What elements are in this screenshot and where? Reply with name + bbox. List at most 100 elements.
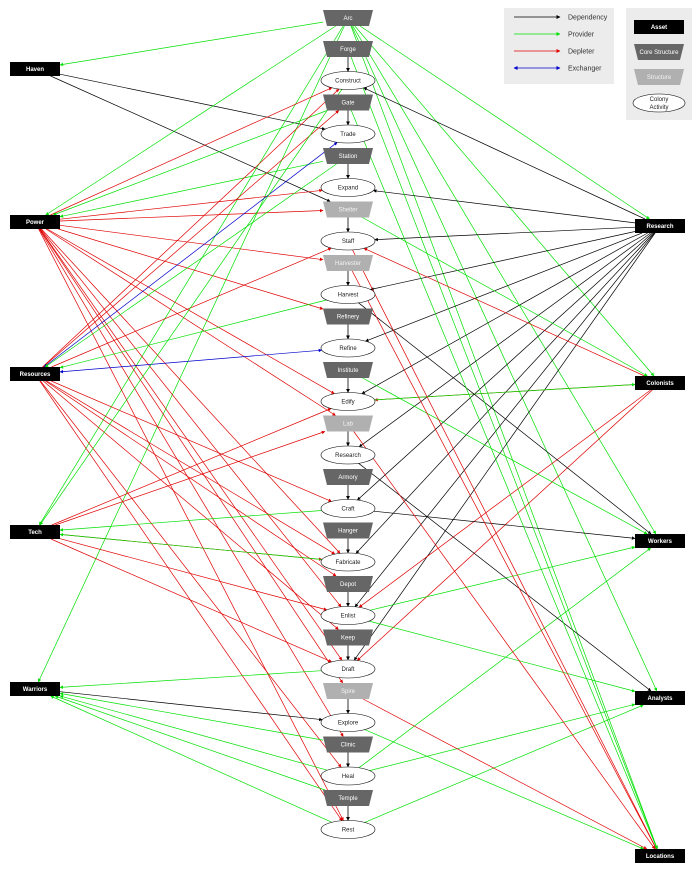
edge-clinic-to-warriors xyxy=(59,692,324,741)
edge-arc-to-workers xyxy=(352,25,657,535)
structure-node-armory[interactable]: Armory xyxy=(323,469,373,485)
activity-node-research_act[interactable]: Research xyxy=(320,445,376,465)
asset-node-haven[interactable]: Haven xyxy=(10,62,60,76)
activity-label: Refine xyxy=(339,346,357,352)
edge-tech-to-draft xyxy=(50,538,332,663)
asset-node-warriors[interactable]: Warriors xyxy=(10,682,60,696)
structure-shape xyxy=(323,576,373,592)
edge-haven-to-trade xyxy=(59,73,326,131)
asset-label: Analysts xyxy=(647,696,673,702)
edge-tech-to-lab xyxy=(55,430,326,526)
activity-node-rest[interactable]: Rest xyxy=(320,820,376,839)
asset-label: Research xyxy=(646,224,673,230)
structure-node-lab[interactable]: Lab xyxy=(323,415,373,432)
activity-node-refine[interactable]: Refine xyxy=(320,338,376,358)
activity-ellipse xyxy=(320,766,376,786)
asset-node-tech[interactable]: Tech xyxy=(10,525,60,539)
structure-node-hanger[interactable]: Hanger xyxy=(323,522,373,539)
asset-node-colonists[interactable]: Colonists xyxy=(635,376,685,390)
activity-node-construct[interactable]: Construct xyxy=(320,71,376,90)
activity-ellipse xyxy=(320,124,376,144)
asset-box xyxy=(635,534,685,548)
structure-shape xyxy=(323,629,373,646)
edge-enlist-to-analysts xyxy=(369,620,636,693)
activity-ellipse xyxy=(320,606,376,625)
structure-node-depot[interactable]: Depot xyxy=(323,576,373,592)
structure-shape xyxy=(323,522,373,539)
edge-colonists-to-draft xyxy=(356,389,653,661)
structure-node-spire[interactable]: Spire xyxy=(323,683,373,699)
asset-node-resources[interactable]: Resources xyxy=(10,367,60,381)
edge-warriors-to-explore xyxy=(59,691,323,722)
edge-resources-to-staff xyxy=(51,247,332,368)
edge-resources-to-depot xyxy=(45,380,337,577)
structure-node-shelter[interactable]: Shelter xyxy=(323,201,373,218)
activity-node-edify[interactable]: Edify xyxy=(320,392,376,411)
asset-node-analysts[interactable]: Analysts xyxy=(635,691,685,705)
edge-research_a-to-harvest xyxy=(370,231,636,291)
structure-node-institute[interactable]: Institute xyxy=(323,362,373,378)
structure-node-arc[interactable]: Arc xyxy=(323,10,373,26)
activity-ellipse xyxy=(320,338,376,358)
structure-node-refinery[interactable]: Refinery xyxy=(323,308,373,325)
activity-node-expand[interactable]: Expand xyxy=(320,178,376,197)
activity-node-harvest[interactable]: Harvest xyxy=(320,285,376,304)
edge-power-to-refinery xyxy=(58,228,324,310)
activity-node-explore[interactable]: Explore xyxy=(320,713,376,732)
activity-label: Craft xyxy=(341,507,354,513)
structure-shape xyxy=(323,94,373,111)
structure-label: Spire xyxy=(341,689,356,695)
edge-arc-to-analysts xyxy=(351,25,658,692)
asset-box xyxy=(10,215,60,229)
activity-ellipse xyxy=(320,231,376,251)
asset-node-locations[interactable]: Locations xyxy=(635,849,685,863)
structure-node-harvester[interactable]: Harvester xyxy=(323,255,373,271)
activity-label: Explore xyxy=(338,721,359,727)
asset-node-power[interactable]: Power xyxy=(10,215,60,229)
asset-node-research_a[interactable]: Research xyxy=(635,219,685,233)
structure-node-clinic[interactable]: Clinic xyxy=(323,736,373,753)
asset-node-workers[interactable]: Workers xyxy=(635,534,685,548)
activity-node-fabricate[interactable]: Fabricate xyxy=(320,552,376,572)
edge-power-to-enlist xyxy=(40,228,342,608)
edge-resources-to-construct xyxy=(42,88,340,368)
legend-asset-label: Asset xyxy=(651,25,667,31)
edge-power-to-rest xyxy=(38,228,344,821)
activity-node-draft[interactable]: Draft xyxy=(320,659,376,679)
activity-ellipse xyxy=(320,285,376,304)
edge-haven-to-shelter xyxy=(50,75,331,202)
legend-activity-shape xyxy=(632,93,686,113)
activity-ellipse xyxy=(320,178,376,197)
edge-arc-to-locations xyxy=(350,25,658,850)
activity-node-staff[interactable]: Staff xyxy=(320,231,376,251)
edge-craft-to-tech xyxy=(59,510,322,532)
edge-power-to-clinic xyxy=(38,228,344,737)
activity-node-trade[interactable]: Trade xyxy=(320,124,376,144)
structure-node-station[interactable]: Station xyxy=(323,148,373,164)
structure-shape xyxy=(323,201,373,218)
asset-label: Resources xyxy=(20,372,51,378)
structure-node-forge[interactable]: Forge xyxy=(323,41,373,57)
edge-arc-to-haven xyxy=(59,21,324,67)
activity-label: Edify xyxy=(341,400,354,406)
structure-node-temple[interactable]: Temple xyxy=(323,790,373,806)
activity-node-heal[interactable]: Heal xyxy=(320,766,376,786)
edge-resources-to-trade xyxy=(43,142,338,368)
structure-label: Refinery xyxy=(337,315,359,321)
structure-shape xyxy=(323,362,373,378)
legend-edge-key: Dependency Provider Depleter Exchanger xyxy=(504,8,614,84)
structure-node-gate[interactable]: Gate xyxy=(323,94,373,111)
structure-label: Temple xyxy=(338,796,358,802)
activity-label: Expand xyxy=(338,186,358,192)
edge-resources-to-craft xyxy=(51,380,332,502)
edge-heal-to-workers xyxy=(358,547,651,769)
asset-label: Locations xyxy=(646,854,675,860)
activity-node-craft[interactable]: Craft xyxy=(320,499,376,518)
structure-shape xyxy=(323,469,373,485)
activity-label: Staff xyxy=(342,239,355,245)
activity-ellipse xyxy=(320,445,376,465)
activity-node-enlist[interactable]: Enlist xyxy=(320,606,376,625)
structure-node-keep[interactable]: Keep xyxy=(323,629,373,646)
asset-box xyxy=(10,525,60,539)
